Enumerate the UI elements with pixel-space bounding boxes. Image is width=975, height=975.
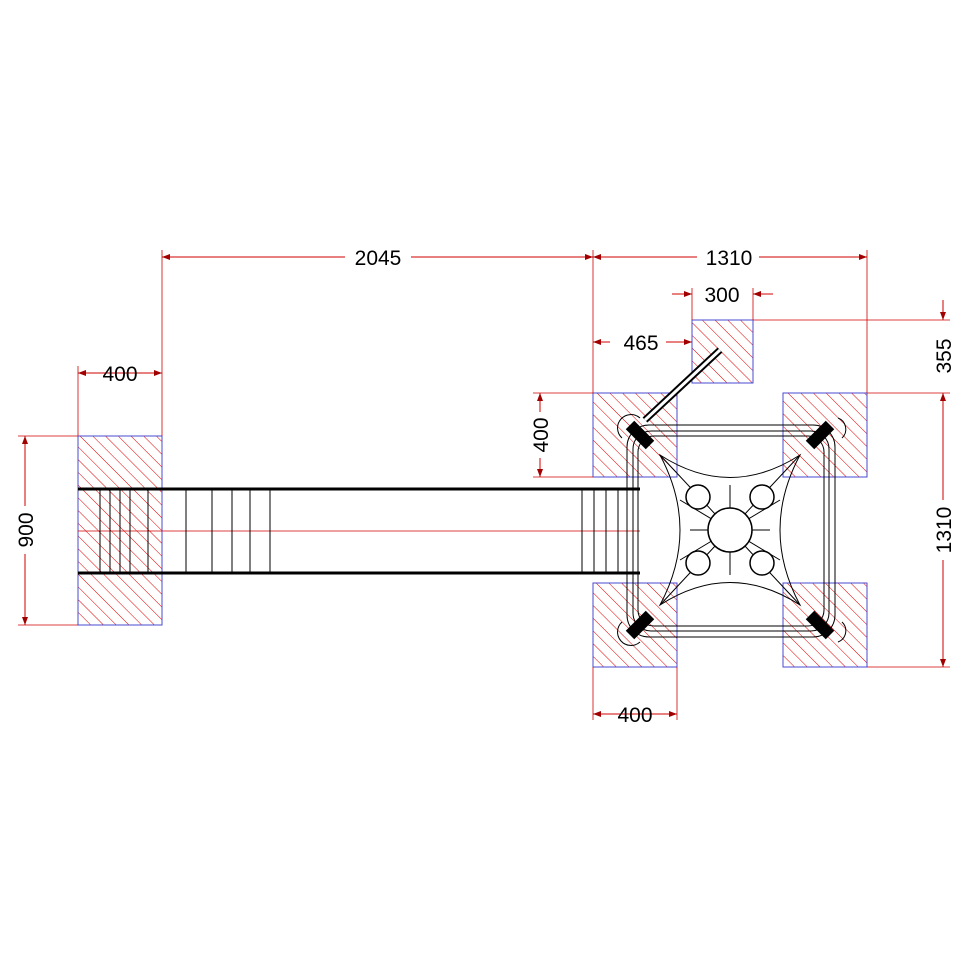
dim-400-vertical: 400	[530, 417, 553, 452]
dim-1310-side: 1310	[933, 507, 956, 554]
dim-400-slide: 400	[102, 363, 137, 386]
dim-465: 465	[623, 332, 658, 355]
dimensions: 2045 1310 300 465 400 400 355 1310 400 9…	[12, 244, 956, 727]
dim-1310-top: 1310	[706, 247, 753, 270]
dim-900: 900	[15, 512, 38, 547]
slide	[78, 487, 640, 575]
ladder	[642, 347, 723, 423]
dim-400-bottom: 400	[617, 704, 652, 727]
footings	[77, 319, 868, 668]
dim-355: 355	[933, 338, 956, 373]
tower	[617, 414, 847, 646]
dim-300: 300	[704, 284, 739, 307]
dim-2045: 2045	[355, 247, 402, 270]
ladder-footing	[691, 319, 754, 384]
